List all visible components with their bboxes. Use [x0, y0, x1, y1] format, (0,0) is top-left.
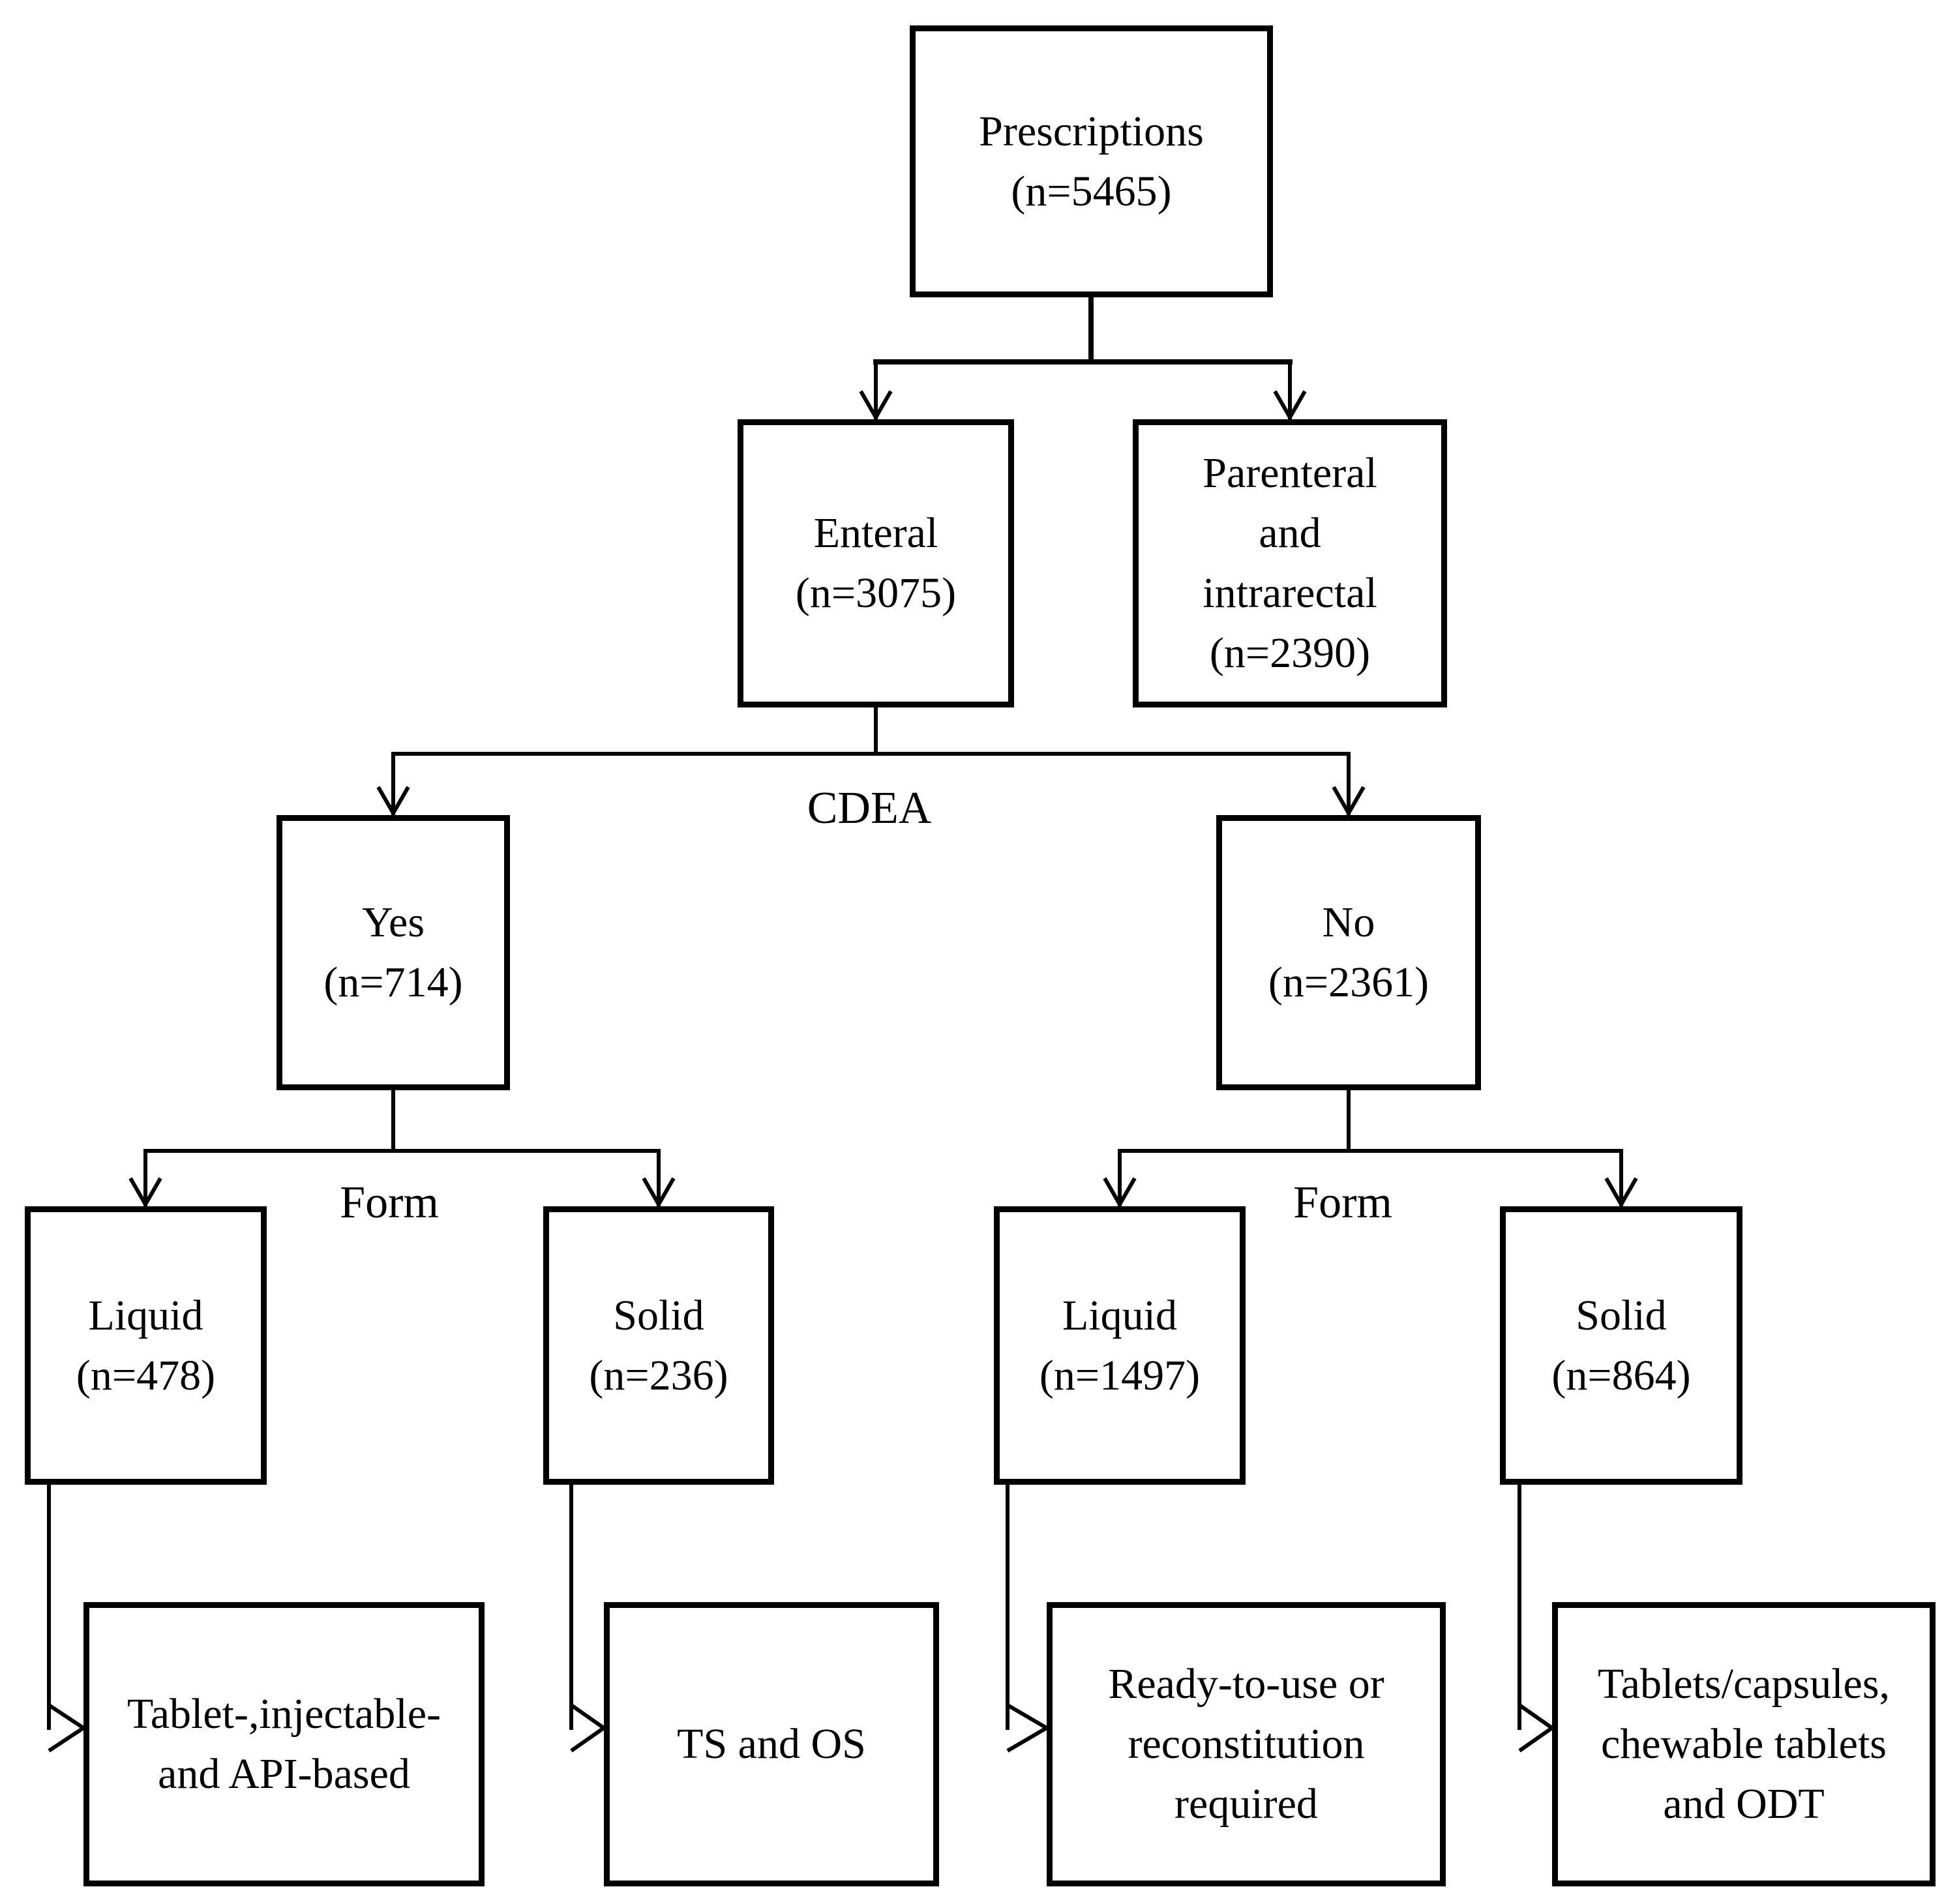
node-prescriptions-title: Prescriptions [979, 107, 1204, 155]
connector-form-right-splitter [1118, 1149, 1623, 1153]
node-no-solid: Solid (n=864) [1500, 1206, 1742, 1485]
node-no-solid-title: Solid [1576, 1291, 1667, 1339]
node-cdea-no-title: No [1322, 899, 1375, 946]
node-no-liquid-count: (n=1497) [1039, 1351, 1201, 1399]
arrow-down-yes-icon [376, 786, 410, 815]
label-form-right: Form [1293, 1178, 1392, 1228]
connector-yes-liquid-stub [143, 1149, 147, 1206]
node-no-liquid-outcome: Ready-to-use or reconstitution required [1047, 1602, 1446, 1886]
node-yes-liquid: Liquid (n=478) [25, 1206, 267, 1485]
node-yes-solid-outcome-line1: TS and OS [677, 1720, 866, 1768]
connector-no-solid-outcome-drop [1518, 1483, 1521, 1730]
connector-prescriptions-drop [1088, 297, 1094, 364]
label-cdea: CDEA [807, 783, 932, 833]
node-no-solid-outcome-line1: Tablets/capsules, [1597, 1660, 1891, 1708]
node-cdea-no-count: (n=2361) [1268, 959, 1429, 1006]
node-parenteral: Parenteral and intrarectal (n=2390) [1133, 419, 1447, 707]
node-yes-solid-outcome: TS and OS [604, 1602, 939, 1886]
node-no-liquid-title: Liquid [1062, 1291, 1177, 1339]
node-yes-liquid-outcome-line2: and API-based [158, 1750, 410, 1798]
node-cdea-yes-count: (n=714) [323, 959, 463, 1006]
arrow-down-enteral-icon [859, 390, 893, 419]
arrow-right-yes-solid-outcome-icon [570, 1703, 607, 1753]
connector-yes-liquid-outcome-drop [47, 1483, 51, 1730]
connector-enteral-stub [874, 359, 878, 419]
node-no-solid-outcome: Tablets/capsules, chewable tablets and O… [1552, 1602, 1936, 1886]
node-yes-solid: Solid (n=236) [543, 1206, 774, 1485]
label-form-left: Form [340, 1178, 439, 1228]
node-enteral-count: (n=3075) [795, 569, 957, 617]
node-cdea-no: No (n=2361) [1216, 815, 1481, 1090]
node-cdea-yes: Yes (n=714) [277, 815, 510, 1090]
connector-no-liquid-outcome-drop [1006, 1483, 1009, 1730]
node-parenteral-count: (n=2390) [1209, 629, 1371, 677]
connector-yes-solid-stub [657, 1149, 661, 1206]
arrow-down-yes-solid-icon [642, 1177, 676, 1206]
node-yes-liquid-count: (n=478) [76, 1351, 216, 1399]
node-yes-liquid-outcome-line1: Tablet-,injectable- [127, 1690, 441, 1738]
arrow-down-yes-liquid-icon [128, 1177, 162, 1206]
node-no-liquid-outcome-line1: Ready-to-use or [1108, 1660, 1384, 1708]
arrow-down-no-liquid-icon [1103, 1177, 1137, 1206]
node-yes-solid-count: (n=236) [589, 1351, 728, 1399]
node-cdea-yes-title: Yes [361, 899, 425, 946]
node-no-liquid: Liquid (n=1497) [994, 1206, 1246, 1485]
node-no-solid-outcome-line3: and ODT [1663, 1780, 1825, 1828]
connector-yes-stub [391, 752, 395, 815]
node-enteral: Enteral (n=3075) [738, 419, 1014, 707]
connector-cdea-splitter [391, 752, 1351, 756]
arrow-down-no-solid-icon [1604, 1177, 1638, 1206]
node-parenteral-line2: and [1259, 509, 1321, 557]
arrow-right-no-solid-outcome-icon [1518, 1703, 1555, 1753]
arrow-down-no-icon [1332, 786, 1366, 815]
connector-parenteral-stub [1288, 359, 1292, 419]
node-prescriptions: Prescriptions (n=5465) [910, 25, 1273, 297]
arrow-down-parenteral-icon [1273, 390, 1307, 419]
arrow-right-no-liquid-outcome-icon [1006, 1703, 1050, 1753]
node-no-solid-count: (n=864) [1551, 1351, 1691, 1399]
node-no-liquid-outcome-line2: reconstitution [1128, 1720, 1365, 1768]
connector-yes-solid-outcome-drop [569, 1483, 573, 1730]
node-parenteral-line1: Parenteral [1203, 449, 1377, 497]
node-prescriptions-count: (n=5465) [1011, 167, 1172, 215]
node-no-liquid-outcome-line3: required [1174, 1780, 1318, 1828]
connector-yes-drop [391, 1090, 395, 1153]
node-parenteral-line3: intrarectal [1203, 569, 1377, 617]
node-no-solid-outcome-line2: chewable tablets [1601, 1720, 1887, 1768]
connector-no-solid-stub [1619, 1149, 1623, 1206]
connector-no-liquid-stub [1118, 1149, 1122, 1206]
node-yes-solid-title: Solid [613, 1291, 704, 1339]
connector-row2-splitter [873, 359, 1293, 364]
node-enteral-title: Enteral [813, 509, 938, 557]
node-yes-liquid-title: Liquid [88, 1291, 203, 1339]
arrow-right-yes-liquid-outcome-icon [48, 1703, 87, 1753]
node-yes-liquid-outcome: Tablet-,injectable- and API-based [83, 1602, 485, 1886]
connector-no-stub [1347, 752, 1351, 815]
connector-enteral-drop [874, 707, 878, 756]
connector-no-drop [1347, 1090, 1351, 1153]
connector-form-left-splitter [143, 1149, 661, 1153]
